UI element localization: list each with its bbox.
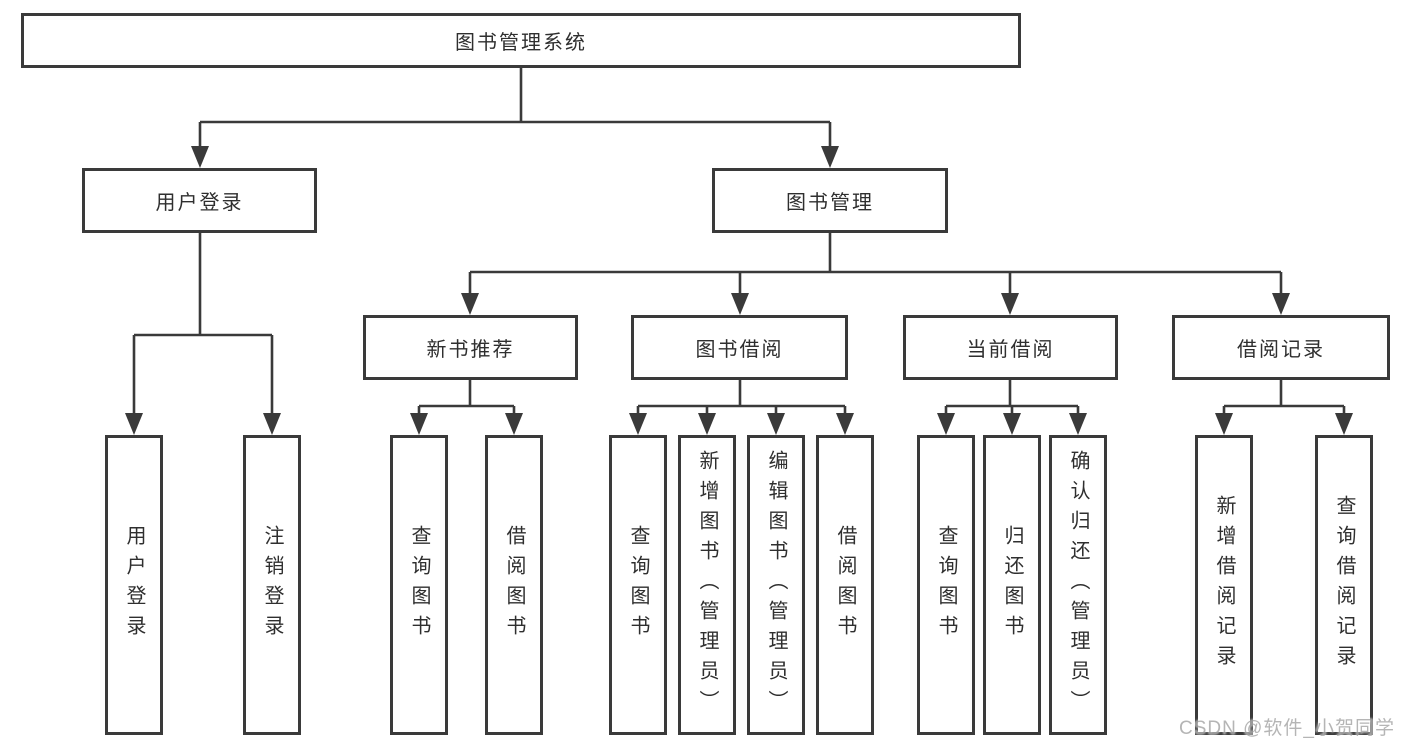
node-new-book-recommendation: 新书推荐 <box>363 315 578 380</box>
leaf-label: 新增借阅记录 <box>1213 495 1235 675</box>
leaf-borrow-books: 借阅图书 <box>485 435 543 735</box>
leaf-label: 查询借阅记录 <box>1333 495 1355 675</box>
leaf-label: 编辑图书（管理员） <box>765 450 787 720</box>
leaf-edit-books-admin: 编辑图书（管理员） <box>747 435 805 735</box>
leaf-add-borrow-record: 新增借阅记录 <box>1195 435 1253 735</box>
leaf-borrow-books: 借阅图书 <box>816 435 874 735</box>
leaf-label: 归还图书 <box>1001 525 1023 645</box>
leaf-return-books: 归还图书 <box>983 435 1041 735</box>
node-label: 用户登录 <box>155 192 244 214</box>
node-label: 图书管理 <box>786 192 874 214</box>
leaf-label: 查询图书 <box>627 525 649 645</box>
node-label: 借阅记录 <box>1237 339 1325 361</box>
leaf-add-books-admin: 新增图书（管理员） <box>678 435 736 735</box>
leaf-user-login: 用户登录 <box>105 435 163 735</box>
leaf-logout: 注销登录 <box>243 435 301 735</box>
leaf-query-books: 查询图书 <box>390 435 448 735</box>
node-label: 当前借阅 <box>966 339 1055 361</box>
node-root-system: 图书管理系统 <box>21 13 1021 68</box>
node-user-login: 用户登录 <box>82 168 317 233</box>
leaf-label: 注销登录 <box>261 525 283 645</box>
leaf-query-books: 查询图书 <box>917 435 975 735</box>
leaf-label: 新增图书（管理员） <box>696 450 718 720</box>
leaf-label: 确认归还（管理员） <box>1067 450 1089 720</box>
leaf-query-books: 查询图书 <box>609 435 667 735</box>
node-book-management: 图书管理 <box>712 168 948 233</box>
leaf-confirm-return-admin: 确认归还（管理员） <box>1049 435 1107 735</box>
csdn-watermark: CSDN @软件_小贺同学 <box>1179 718 1395 739</box>
leaf-label: 用户登录 <box>123 525 145 645</box>
node-label: 图书管理系统 <box>455 32 587 54</box>
leaf-label: 查询图书 <box>408 525 430 645</box>
leaf-label: 借阅图书 <box>503 525 525 645</box>
leaf-label: 借阅图书 <box>834 525 856 645</box>
arrowhead-icons <box>125 146 1353 435</box>
node-borrowing-records: 借阅记录 <box>1172 315 1390 380</box>
node-label: 图书借阅 <box>695 339 784 361</box>
node-current-borrowing: 当前借阅 <box>903 315 1118 380</box>
node-label: 新书推荐 <box>426 339 515 361</box>
leaf-label: 查询图书 <box>935 525 957 645</box>
node-book-borrowing: 图书借阅 <box>631 315 848 380</box>
leaf-query-borrow-record: 查询借阅记录 <box>1315 435 1373 735</box>
